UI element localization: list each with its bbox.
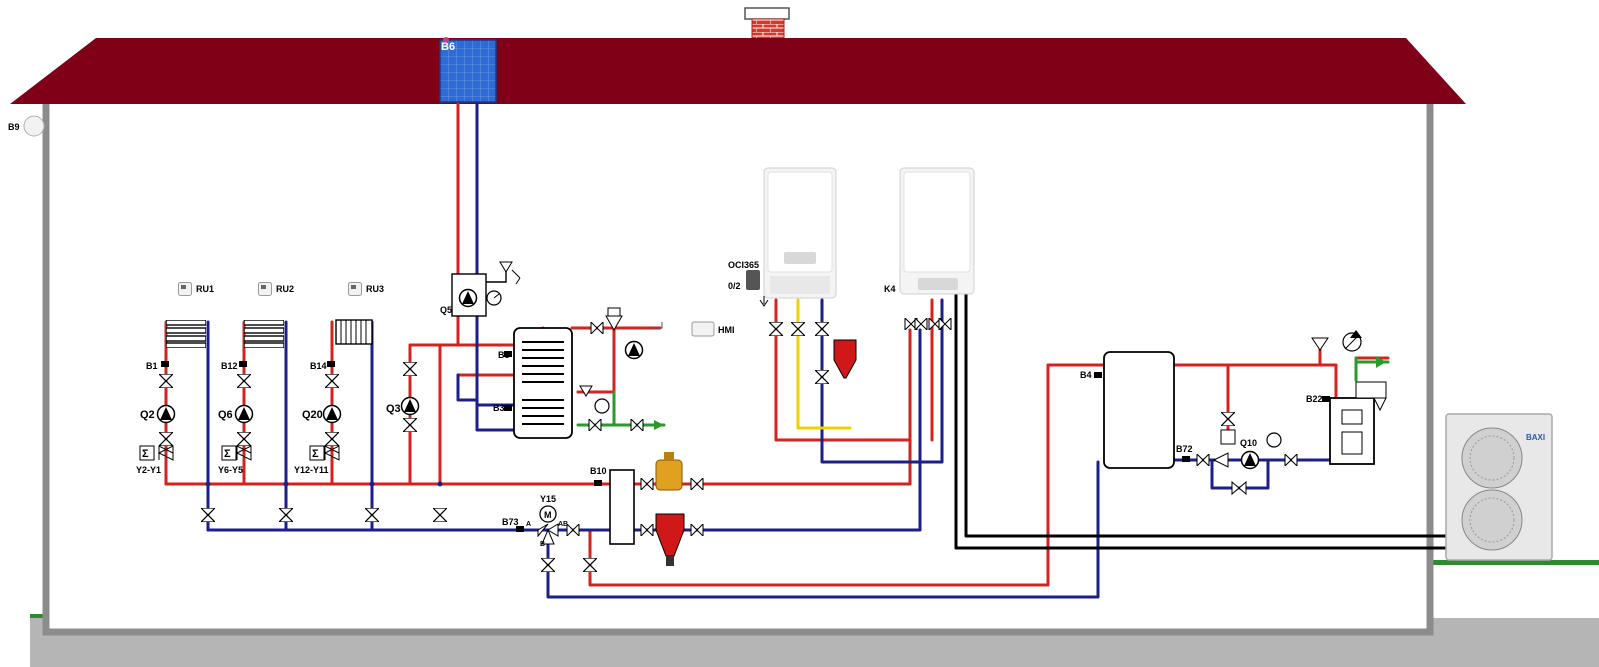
circuit-1-mixer-label: Y2-Y1: [136, 465, 161, 475]
header-sensor-icon: [594, 480, 602, 486]
boiler-pump-label: Q3: [386, 403, 401, 415]
circuit-3-sigma: Σ: [312, 448, 319, 460]
circuit-2-sensor-label: B12: [221, 361, 238, 371]
mixing-valve-label: Y15: [540, 494, 556, 504]
boiler1-supply: [774, 298, 912, 442]
grass-left: [30, 614, 46, 618]
header-sensor-label: B10: [590, 466, 607, 476]
header-valves: [201, 481, 447, 522]
heat-pump-outdoor-unit: [1445, 413, 1553, 561]
heat-pump-cable-2: [954, 288, 1448, 550]
solid-fuel-components: [1182, 412, 1298, 496]
house-walls: [42, 104, 1434, 636]
dirt-separator: [640, 513, 704, 566]
gateway-label: OCI365: [728, 260, 759, 270]
circuit-1-components: [139, 361, 176, 461]
room-unit-1-icon: [178, 282, 192, 296]
solid-fuel-sensor-label: B22: [1306, 394, 1323, 404]
gateway-drain-icon: [759, 296, 769, 307]
house-interior: [46, 104, 1430, 632]
room-unit-2-icon: [258, 282, 272, 296]
room-unit-2-label: RU2: [276, 284, 294, 294]
heat-pump-brand: BAXI: [1526, 433, 1545, 442]
gateway-sub-label: 0/2: [728, 281, 741, 291]
circuit-3-sensor-label: B14: [310, 361, 327, 371]
boiler-1-valves: [769, 322, 857, 384]
circuit-2-sigma: Σ: [224, 448, 231, 460]
circuit-2-components: [221, 361, 254, 461]
tank-sensor-top-label: B3: [498, 350, 510, 360]
circuit-3-mixer-label: Y12-Y11: [294, 465, 329, 475]
gateway-icon: [746, 270, 760, 290]
header-supply-to-boilers: [632, 328, 912, 486]
return-sensor-label: B72: [1176, 444, 1193, 454]
solid-fuel-pump-label: Q10: [1240, 438, 1257, 448]
solar-collector-label: B6: [441, 41, 455, 53]
header-return-to-boilers: [632, 328, 922, 532]
circuit-3-components: [309, 361, 342, 461]
circuit-1-sensor-label: B1: [146, 361, 158, 371]
tank-return-pipe: [456, 373, 479, 402]
heat-pump-cable-1: [964, 288, 1448, 538]
tank-sensor-bottom-label: B31: [493, 403, 510, 413]
solar-collector: [439, 37, 497, 103]
boiler-k4-label: K4: [884, 284, 896, 294]
hmi-icon: [691, 321, 715, 337]
roof: [10, 38, 1466, 104]
room-unit-3-label: RU3: [366, 284, 384, 294]
mixing-valve-sensor-label: B73: [502, 517, 519, 527]
room-unit-1-label: RU1: [196, 284, 214, 294]
buffer-sensor-icon: [1094, 372, 1102, 378]
boiler-1: [763, 167, 837, 299]
boiler-2: [899, 167, 975, 295]
boiler1-return: [820, 298, 922, 464]
radiator-3-icon: [335, 319, 373, 345]
solid-fuel-boiler: [1311, 330, 1387, 465]
air-separator: [640, 452, 704, 491]
boiler2-return-a: [918, 298, 944, 464]
solar-pump-station: [451, 261, 521, 317]
outdoor-sensor-icon: [23, 115, 45, 137]
hydraulic-separator: [609, 469, 635, 545]
boiler-pump-q3-icon: [400, 396, 420, 416]
mixing-valve: [516, 505, 597, 572]
dhw-tank: [504, 327, 573, 439]
circuit-1-sigma: Σ: [142, 448, 149, 460]
solar-return-pipe: [475, 102, 516, 432]
grass-right: [1432, 560, 1599, 565]
circuit-1-pump-label: Q2: [140, 409, 155, 421]
circuit-2-mixer-label: Y6-Y5: [218, 465, 243, 475]
solar-pump-label: Q5: [440, 305, 452, 315]
valve-port-ab-label: AB: [558, 521, 568, 528]
mixing-valve-motor: M: [544, 510, 552, 520]
buffer-sensor-label: B4: [1080, 370, 1092, 380]
gas-pipe: [796, 298, 852, 430]
valve-port-b-label: B: [540, 541, 545, 548]
valve-port-a-label: A: [526, 521, 531, 528]
dhw-components: [579, 307, 664, 431]
circuit-2-pump-label: Q6: [218, 409, 233, 421]
hmi-label: HMI: [718, 325, 735, 335]
outdoor-sensor-label: B9: [8, 122, 20, 132]
room-unit-3-icon: [348, 282, 362, 296]
buffer-tank: [1103, 351, 1175, 469]
circuit-3-pump-label: Q20: [302, 409, 323, 421]
